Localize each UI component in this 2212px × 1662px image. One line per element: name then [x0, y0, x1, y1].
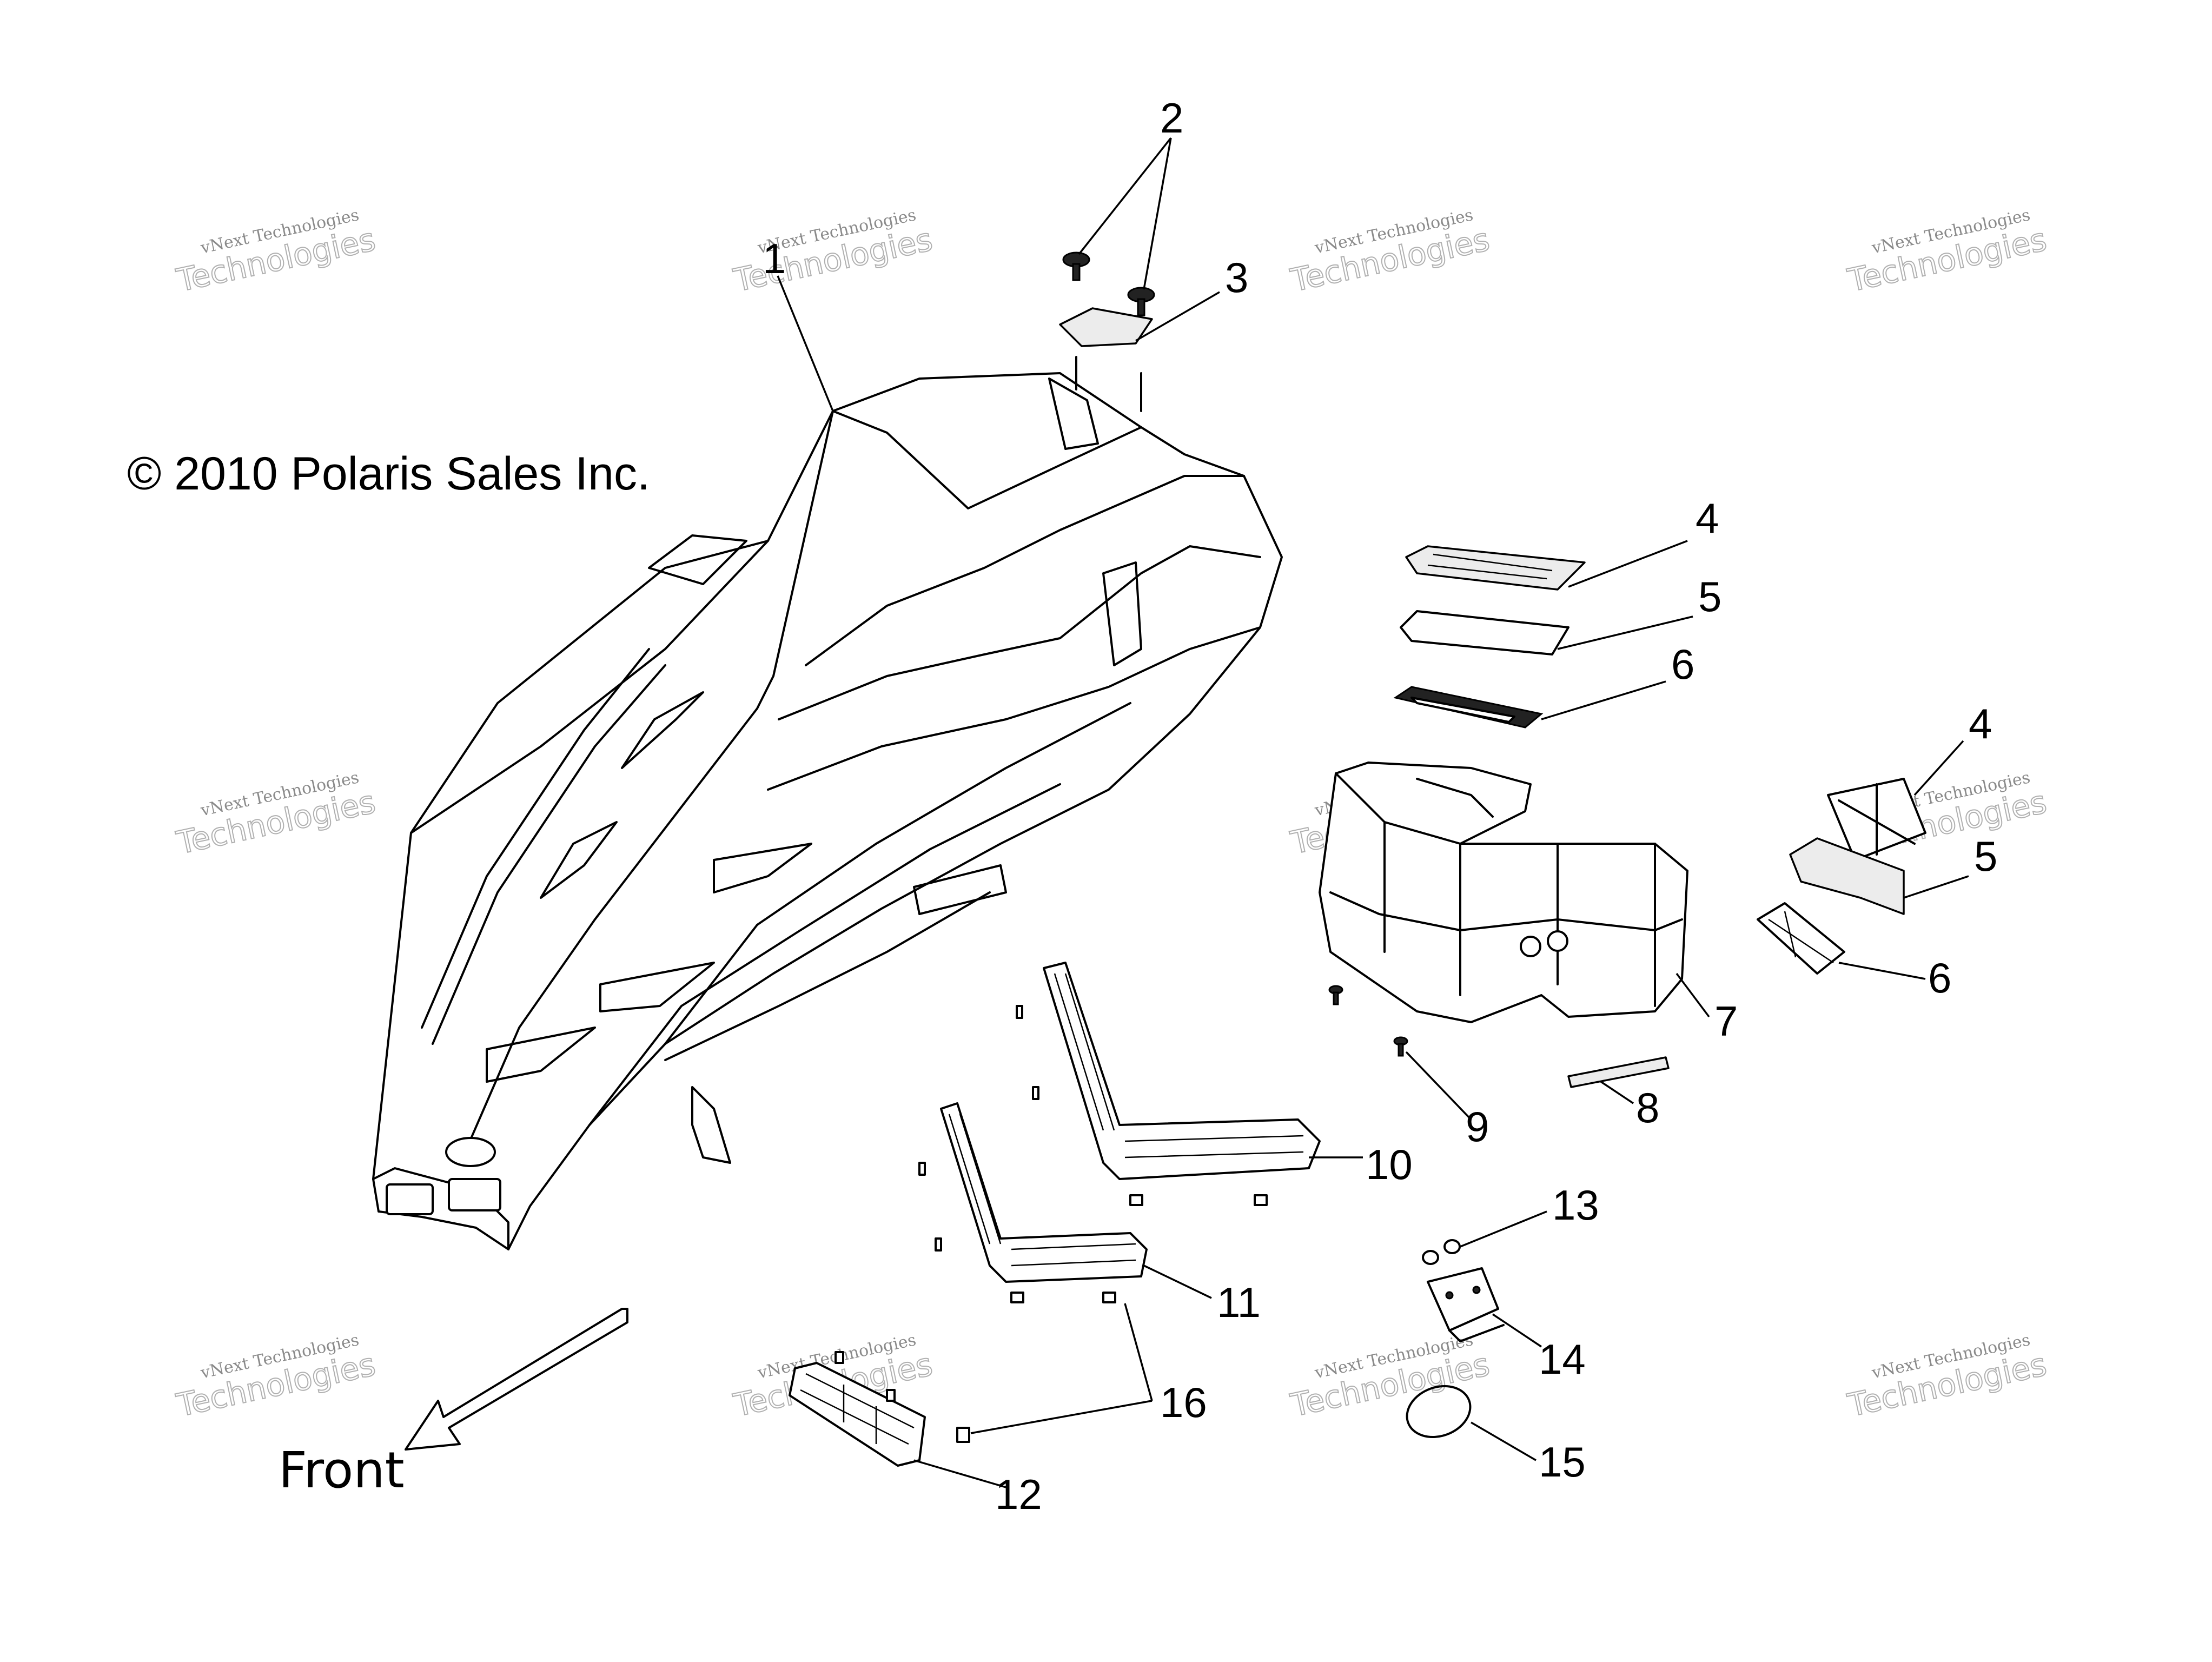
- callout-11: 11: [1217, 1279, 1261, 1326]
- callout-14: 14: [1539, 1335, 1586, 1383]
- watermark-mid-1: Technologies vNext Technologies: [173, 768, 379, 862]
- grille-part-12: [789, 1351, 926, 1467]
- callout-15: 15: [1539, 1438, 1586, 1486]
- seal-part-5-right: [1789, 837, 1905, 915]
- watermark-bot-1: Technologies vNext Technologies: [173, 1330, 379, 1424]
- callout-3: 3: [1225, 254, 1248, 301]
- hood-part-1: [372, 372, 1283, 1250]
- watermark-top-4: Technologies vNext Technologies: [1844, 206, 2050, 299]
- vent-part-4-upper: [1405, 545, 1586, 591]
- leader-lines: [777, 137, 1969, 1488]
- callout-2: 2: [1160, 94, 1183, 142]
- callout-7: 7: [1714, 997, 1738, 1045]
- bracket-part-14: [1427, 1267, 1505, 1342]
- watermark-bot-4: Technologies vNext Technologies: [1844, 1330, 2050, 1424]
- bracket-part-3: [1059, 307, 1153, 412]
- rivet-part-2: [1062, 251, 1155, 316]
- strip-part-8: [1567, 1056, 1670, 1088]
- callout-labels: 1 2 3 4 5 6 4 5 6 7 8 9 10 11 12 13 14 1…: [763, 94, 1997, 1518]
- callout-16: 16: [1160, 1379, 1207, 1426]
- screw-part-9: [1328, 985, 1408, 1057]
- watermark-top-2: Technologies vNext Technologies: [730, 206, 936, 299]
- callout-10: 10: [1366, 1141, 1413, 1188]
- ring-part-15: [1406, 1385, 1472, 1439]
- seal-part-5-upper: [1400, 610, 1569, 655]
- callout-6-right: 6: [1928, 954, 1951, 1002]
- callout-12: 12: [995, 1471, 1042, 1518]
- callout-5-right: 5: [1974, 832, 1997, 880]
- nut-part-13: [1422, 1239, 1461, 1265]
- callout-5-upper: 5: [1698, 573, 1721, 620]
- callout-8: 8: [1636, 1084, 1659, 1131]
- vent-part-4-right: [1827, 778, 1926, 861]
- copyright-text: © 2010 Polaris Sales Inc.: [127, 448, 650, 500]
- front-label: Front: [279, 1441, 405, 1499]
- callout-1: 1: [763, 235, 786, 282]
- callout-4-right: 4: [1969, 700, 1992, 747]
- watermark-top-3: Technologies vNext Technologies: [1287, 206, 1493, 299]
- grille-part-6-right: [1757, 902, 1845, 975]
- grille-part-6-upper: [1393, 686, 1544, 729]
- callout-9: 9: [1466, 1103, 1489, 1150]
- clip-part-16: [956, 1427, 970, 1443]
- side-vent-part-11: [918, 1102, 1148, 1303]
- airbox-part-7: [1319, 762, 1688, 1023]
- watermark-bot-3: Technologies vNext Technologies: [1287, 1330, 1493, 1424]
- front-arrow: [405, 1308, 628, 1451]
- callout-6-upper: 6: [1671, 640, 1694, 688]
- watermark-top-1: Technologies vNext Technologies: [173, 206, 379, 299]
- callout-13: 13: [1552, 1181, 1599, 1229]
- callout-4-upper: 4: [1696, 494, 1719, 542]
- side-vent-part-10: [1016, 962, 1321, 1206]
